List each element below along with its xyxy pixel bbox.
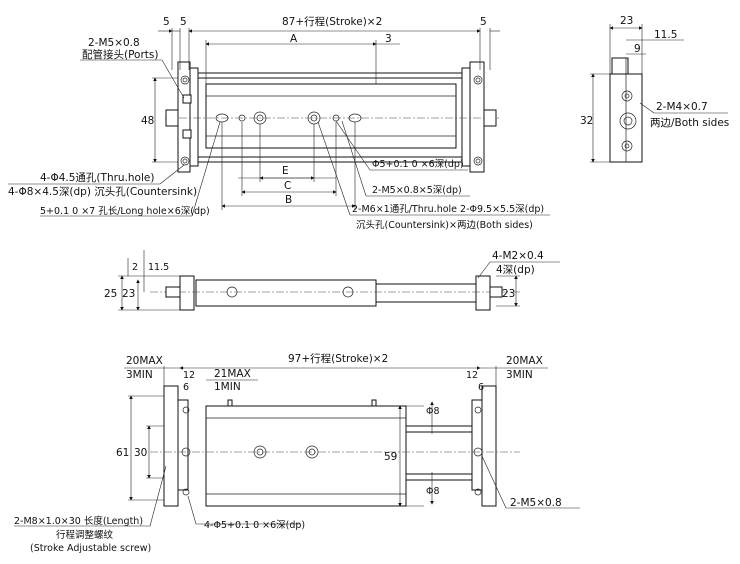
dim-total-length: 87+行程(Stroke)×2: [282, 15, 382, 28]
bottom-view: 20MAX 3MIN 12 6 21MAX 1MIN 97+行程(Stroke)…: [14, 352, 580, 554]
note-m5-bottom: 2-M5×0.8: [510, 497, 562, 509]
dim-5-right: 5: [480, 16, 487, 28]
dim-23: 23: [620, 15, 633, 27]
dim-A: A: [290, 33, 298, 45]
note-stroke-screw-cn: 行程调整螺纹: [56, 529, 114, 541]
label-1min: 1MIN: [214, 381, 241, 393]
dim-11-5-front: 11.5: [148, 262, 169, 273]
side-view: 23 11.5 9 32 2-M4×0.7 两边/Both sides: [580, 15, 729, 163]
dim-23-left: 23: [122, 288, 135, 300]
label-6-right: 6: [478, 382, 484, 393]
dim-11-5: 11.5: [654, 29, 677, 41]
label-3min-left: 3MIN: [126, 369, 153, 381]
dim-23-right: 23: [502, 288, 515, 300]
label-20max-right: 20MAX: [506, 355, 543, 367]
dim-B: B: [285, 194, 292, 206]
note-m2: 4-M2×0.4: [492, 250, 544, 262]
note-m6-countersink: 沉头孔(Countersink)×两边(Both sides): [356, 219, 533, 231]
note-thru-hole: 4-Φ4.5通孔(Thru.hole): [40, 171, 154, 184]
note-long-hole: 5+0.1 0 ×7 孔长/Long hole×6深(dp): [40, 205, 210, 217]
note-phi5: Φ5+0.1 0 ×6深(dp): [372, 159, 464, 170]
note-ports-1: 2-M5×0.8: [88, 37, 140, 49]
note-m8-length: 2-M8×1.0×30 长度(Length): [14, 515, 143, 527]
dim-5-left-a: 5: [163, 16, 170, 28]
dim-25: 25: [104, 288, 117, 300]
label-12-right: 12: [466, 370, 478, 381]
note-both-sides: 两边/Both sides: [650, 117, 729, 129]
note-m6-thru: 2-M6×1通孔/Thru.hole 2-Φ9.5×5.5深(dp): [352, 204, 544, 215]
note-stroke-screw-en: (Stroke Adjustable screw): [30, 543, 151, 554]
note-m5-depth: 2-M5×0.8×5深(dp): [372, 185, 462, 196]
dim-2: 2: [132, 262, 138, 273]
dim-3: 3: [385, 33, 392, 45]
dim-E: E: [282, 165, 289, 177]
dim-61: 61: [116, 447, 129, 459]
dim-9: 9: [634, 43, 641, 55]
dim-30: 30: [134, 447, 147, 459]
dim-C: C: [284, 180, 291, 192]
label-21max: 21MAX: [214, 368, 251, 380]
dim-32: 32: [580, 115, 593, 127]
label-total-length: 97+行程(Stroke)×2: [288, 352, 388, 365]
note-phi5-bottom: 4-Φ5+0.1 0 ×6深(dp): [204, 520, 305, 531]
dim-phi8-bottom: Φ8: [426, 486, 440, 497]
front-view: 25 23 2 11.5 23 4-M2×0.4 4深(dp): [104, 250, 560, 311]
dim-5-left-b: 5: [180, 16, 187, 28]
note-countersink: 4-Φ8×4.5深(dp) 沉头孔(Countersink): [8, 185, 197, 198]
label-20max-left: 20MAX: [126, 355, 163, 367]
dim-phi8-top: Φ8: [426, 406, 440, 417]
label-12-left: 12: [183, 370, 195, 381]
note-m2-depth: 4深(dp): [496, 264, 535, 276]
dim-48: 48: [141, 115, 154, 127]
dim-59: 59: [384, 451, 397, 463]
label-6-left: 6: [183, 382, 189, 393]
label-3min-right: 3MIN: [506, 369, 533, 381]
top-view: 5 5 87+行程(Stroke)×2 5 A 3 48 E C B 2-M5×…: [8, 15, 550, 231]
note-ports-2: 配管接头(Ports): [82, 48, 158, 61]
note-m4: 2-M4×0.7: [656, 101, 708, 113]
